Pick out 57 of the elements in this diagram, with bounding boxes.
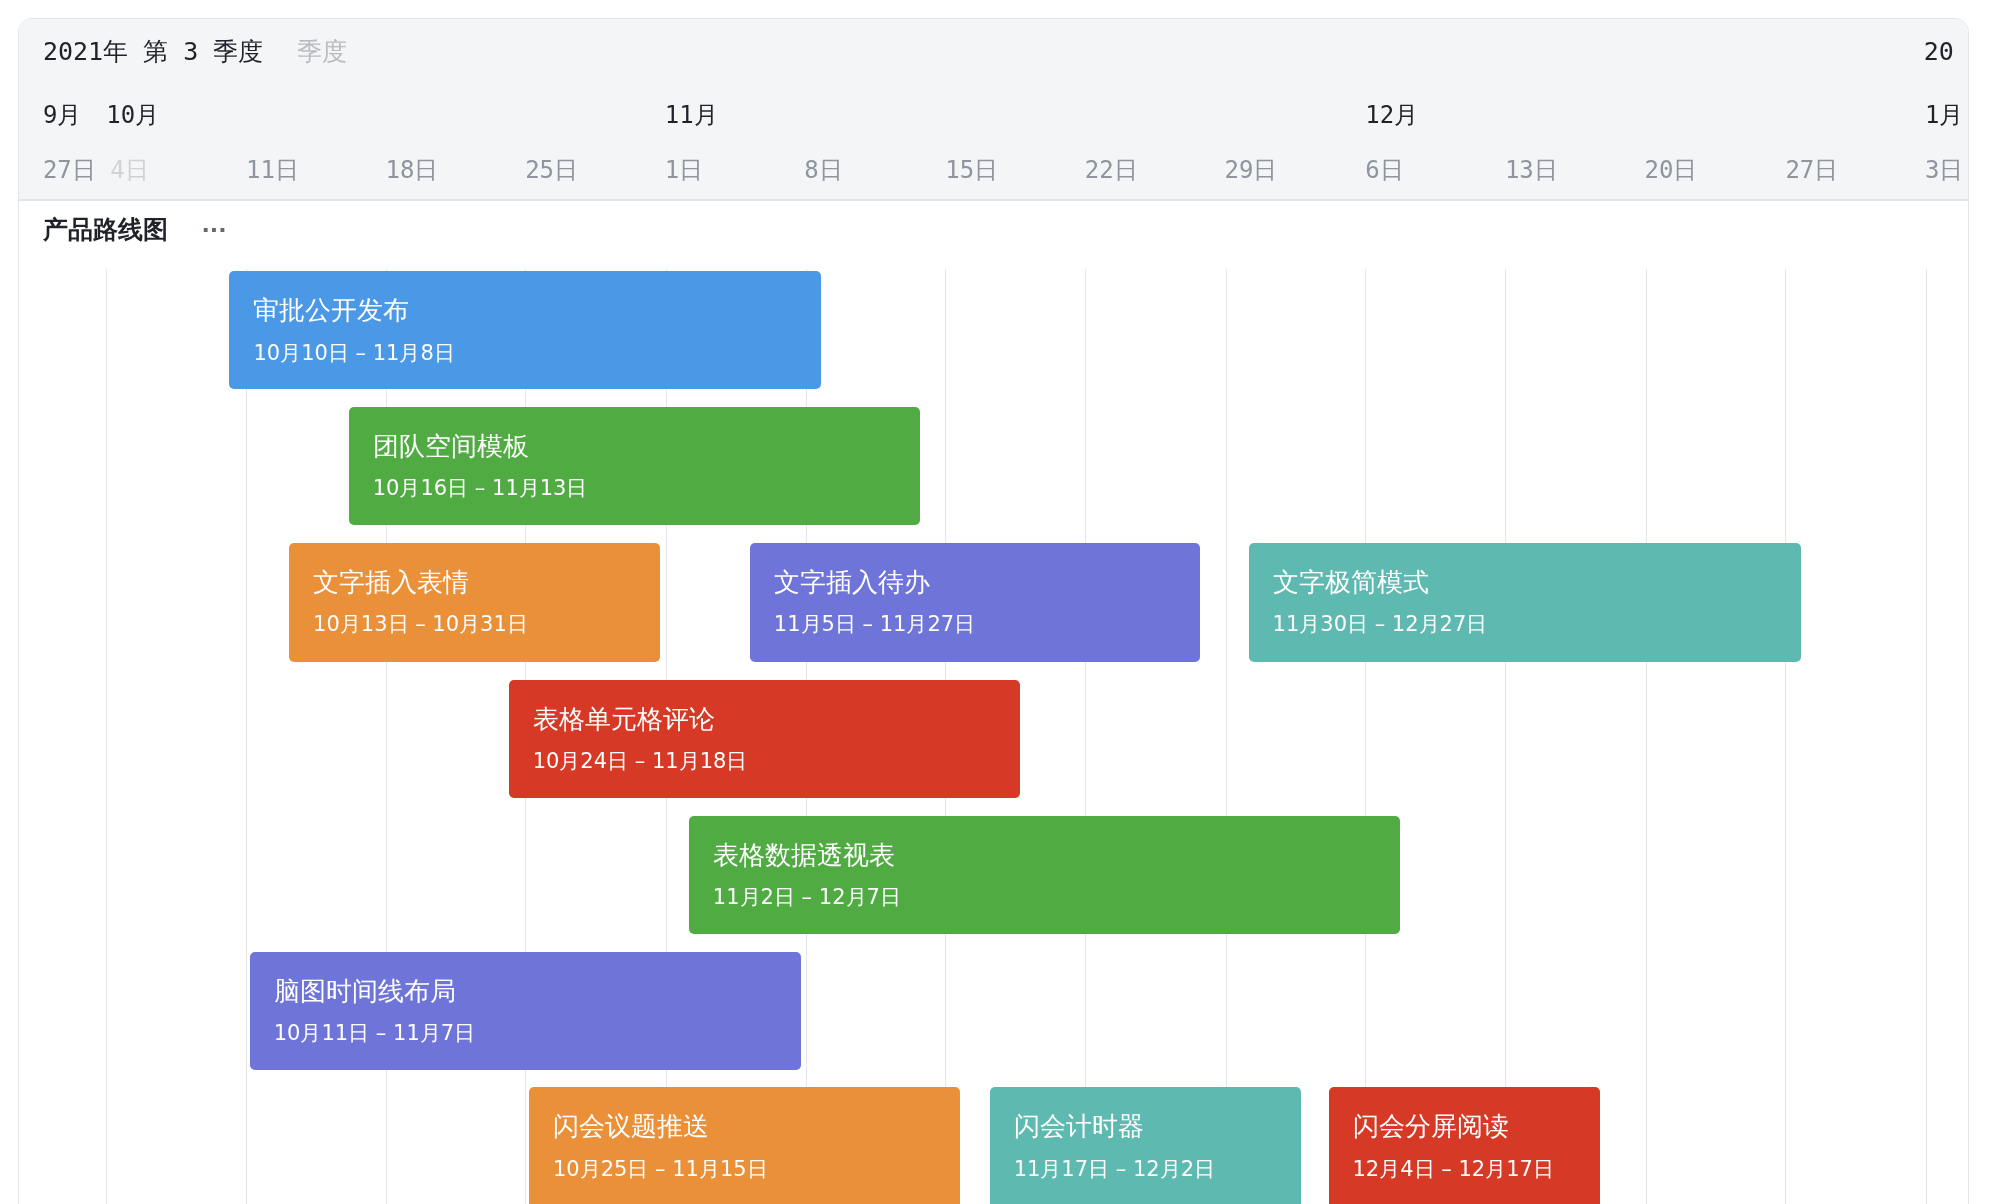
- timeline-bar: [749, 542, 1201, 663]
- task-title: 闪会计时器: [1013, 1111, 1145, 1143]
- timeline-bar: [508, 680, 1021, 798]
- date-range: 12月4日 – 12月17日: [1352, 1155, 1555, 1183]
- date-label: 11日: [245, 157, 299, 182]
- date-range: 10月13日 – 10月31日: [313, 611, 529, 639]
- date-label: 29日: [1224, 157, 1278, 182]
- task-title: 文字插入表情: [313, 566, 471, 599]
- month-label: 10月: [106, 103, 160, 128]
- task-title: 闪会分屏阅读: [1352, 1111, 1510, 1143]
- date-range: 10月16日 – 11月13日: [372, 475, 589, 503]
- date-range: 10月24日 – 11月18日: [532, 748, 749, 776]
- date-label: 20日: [1644, 157, 1698, 182]
- task-title: 审批公开发布: [253, 295, 411, 327]
- month-label: 12月: [1365, 103, 1419, 128]
- date-label: 27日: [42, 157, 96, 182]
- date-label: 1日: [664, 157, 704, 182]
- quarter-label: 2021年 第 3 季度: [42, 39, 264, 65]
- task-title: 脑图时间线布局: [273, 975, 457, 1007]
- date-label: 25日: [525, 157, 579, 182]
- task-title: 文字极简模式: [1272, 566, 1430, 599]
- timeline-bar: [289, 542, 660, 663]
- date-label: 13日: [1504, 157, 1558, 182]
- date-range: 11月2日 – 12月7日: [712, 883, 902, 911]
- date-label: 18日: [385, 157, 439, 182]
- timeline-bar: [528, 1087, 961, 1204]
- date-label: 8日: [804, 157, 843, 182]
- date-range: 10月11日 – 11月7日: [273, 1019, 477, 1047]
- timeline-bar: [1248, 542, 1801, 663]
- month-label: 9月: [42, 103, 82, 128]
- task-title: 表格单元格评论: [532, 704, 716, 736]
- date-range: 11月17日 – 12月2日: [1013, 1155, 1217, 1183]
- timeline-bar: [229, 271, 821, 390]
- timeline-bar: [348, 407, 920, 526]
- year-label: 20: [1923, 39, 1954, 65]
- section-title: 产品路线图: [42, 216, 168, 242]
- task-title: 文字插入待办: [773, 566, 931, 599]
- date-range: 10月10日 – 11月8日: [253, 339, 456, 367]
- date-range: 10月25日 – 11月15日: [552, 1155, 769, 1183]
- task-title: 团队空间模板: [372, 431, 530, 463]
- date-label: 22日: [1084, 157, 1138, 182]
- task-title: 表格数据透视表: [712, 839, 896, 871]
- date-label: 27日: [1785, 157, 1839, 182]
- date-label: 6日: [1365, 157, 1404, 182]
- timeline-bar: [688, 815, 1400, 934]
- timeline-bar: [989, 1087, 1301, 1204]
- more-icon: ···: [201, 218, 227, 241]
- timeline-bar: [1328, 1087, 1601, 1204]
- date-label: 15日: [945, 157, 999, 182]
- date-range: 11月5日 – 11月27日: [773, 611, 977, 639]
- timeline-bar: [249, 951, 801, 1070]
- month-label: 1月: [1925, 103, 1964, 128]
- month-label: 11月: [664, 103, 718, 128]
- date-label: 3日: [1925, 157, 1964, 182]
- quarter-label: 季度: [296, 39, 347, 65]
- date-range: 11月30日 – 12月27日: [1272, 611, 1489, 639]
- task-title: 闪会议题推送: [552, 1111, 710, 1143]
